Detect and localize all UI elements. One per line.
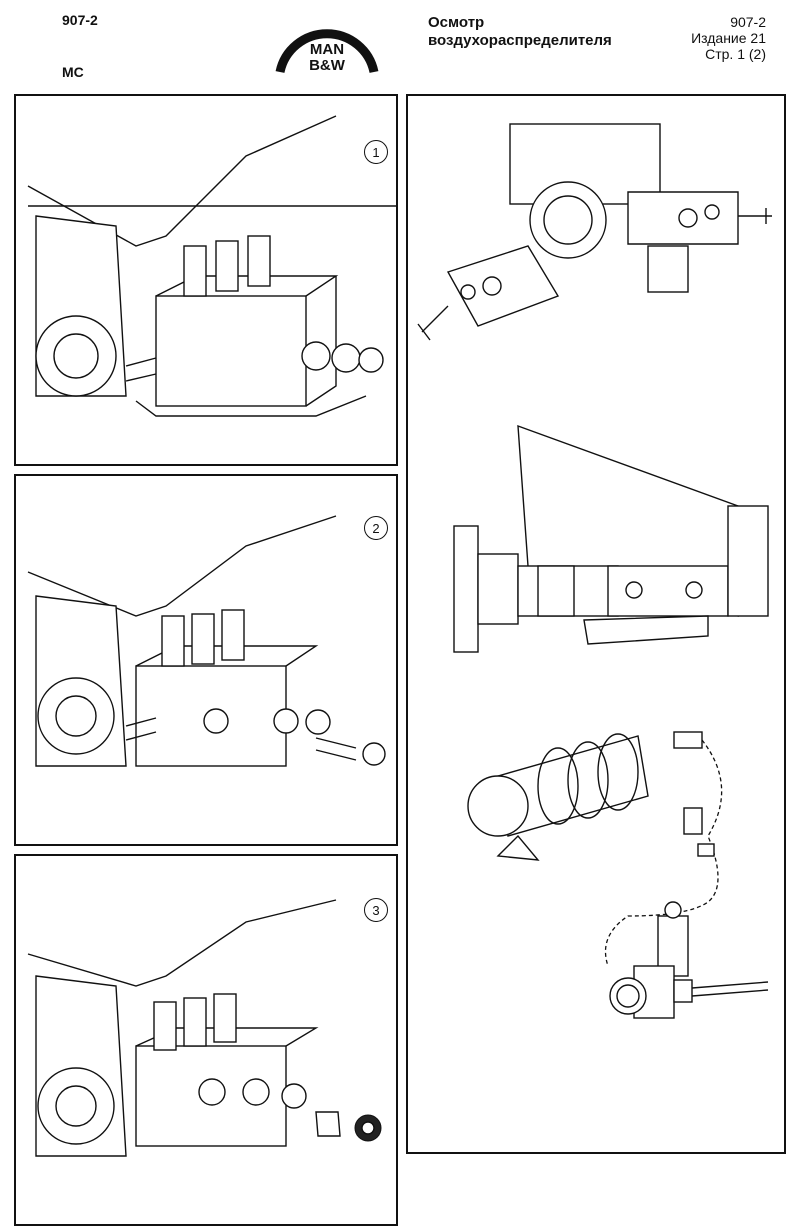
document-meta: 907-2 Издание 21 Стр. 1 (2) (691, 14, 766, 62)
title-line-1: Осмотр (428, 14, 485, 31)
right-illustration-panel (406, 94, 786, 1154)
meta-page: Стр. 1 (2) (705, 46, 766, 62)
man-bw-logo: MAN B&W (275, 29, 379, 74)
engine-type: MC (62, 64, 84, 80)
step-3-panel: 3 (14, 854, 398, 1226)
step-3-illustration (27, 899, 382, 1157)
document-title: Осмотр воздухораспределителя (428, 14, 612, 50)
meta-edition: Издание 21 (691, 30, 766, 46)
logo-text-man: MAN (310, 41, 344, 58)
logo-text-bw: B&W (309, 57, 346, 74)
step-2-panel: 2 (14, 474, 398, 846)
title-line-2: воздухораспределителя (428, 32, 612, 49)
step-2-illustration (27, 515, 386, 767)
step-2-number: 2 (364, 516, 388, 540)
document-code: 907-2 (62, 12, 98, 28)
step-1-number: 1 (364, 140, 388, 164)
step-1-illustration (27, 115, 396, 417)
meta-code: 907-2 (730, 14, 766, 30)
air-distributor-illustrations (417, 123, 772, 1019)
step-3-number: 3 (364, 898, 388, 922)
step-1-panel: 1 (14, 94, 398, 466)
